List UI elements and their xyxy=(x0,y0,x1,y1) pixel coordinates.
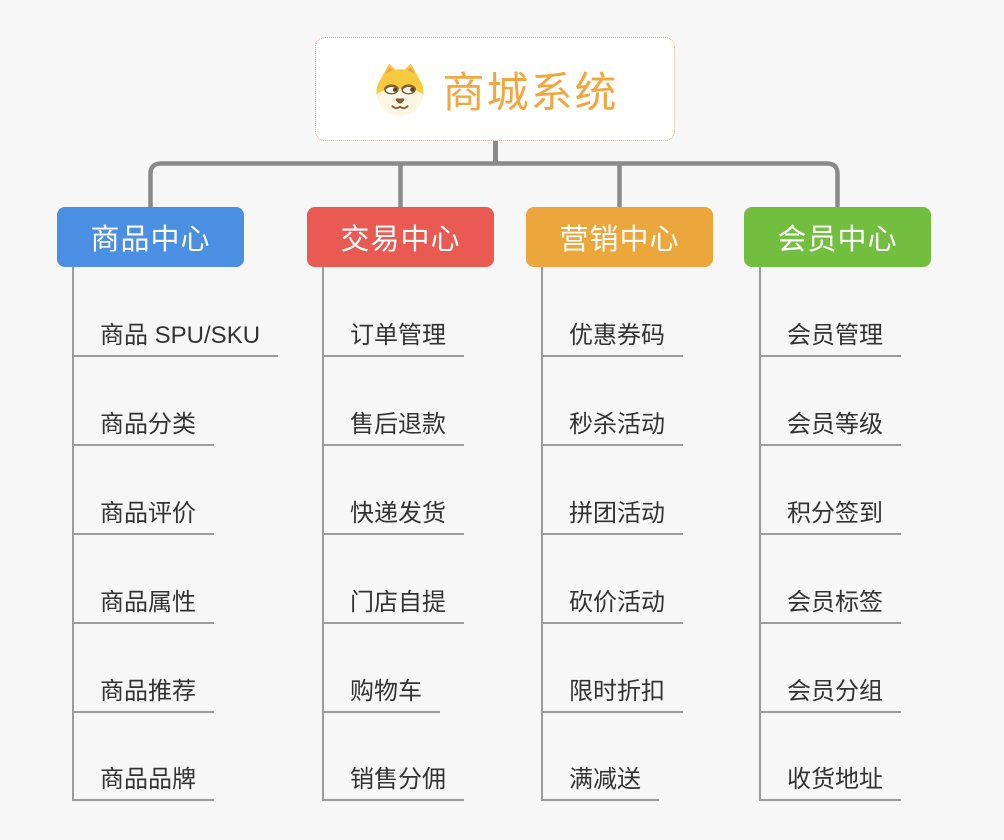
leaf-node[interactable]: 售后退款 xyxy=(322,411,464,446)
root-title: 商城系统 xyxy=(442,68,619,116)
leaf-node[interactable]: 会员等级 xyxy=(759,411,901,446)
branch-node-member[interactable]: 会员中心 xyxy=(744,207,931,267)
leaf-node[interactable]: 优惠券码 xyxy=(541,322,683,357)
leaf-node[interactable]: 购物车 xyxy=(322,678,440,713)
leaf-node[interactable]: 商品 SPU/SKU xyxy=(72,322,279,357)
leaf-node[interactable]: 砍价活动 xyxy=(541,589,683,624)
leaf-node[interactable]: 快递发货 xyxy=(322,500,464,535)
branch-node-product[interactable]: 商品中心 xyxy=(57,207,244,267)
root-node[interactable]: 商城系统 xyxy=(315,37,675,141)
leaf-node[interactable]: 商品品牌 xyxy=(72,766,214,801)
leaf-node[interactable]: 会员管理 xyxy=(759,322,901,357)
shiba-dog-icon xyxy=(376,63,425,117)
leaf-node[interactable]: 满减送 xyxy=(541,766,659,801)
branch-trade-center: 交易中心 订单管理 售后退款 快递发货 门店自提 购物车 销售分佣 xyxy=(307,207,547,801)
leaf-node[interactable]: 商品评价 xyxy=(72,500,214,535)
leaf-node[interactable]: 拼团活动 xyxy=(541,500,683,535)
leaf-node[interactable]: 会员分组 xyxy=(759,678,901,713)
leaf-node[interactable]: 收货地址 xyxy=(759,766,901,801)
leaf-node[interactable]: 商品推荐 xyxy=(72,678,214,713)
leaf-node[interactable]: 秒杀活动 xyxy=(541,411,683,446)
leaf-node[interactable]: 商品属性 xyxy=(72,589,214,624)
branch-node-trade[interactable]: 交易中心 xyxy=(307,207,494,267)
leaf-node[interactable]: 积分签到 xyxy=(759,500,901,535)
leaf-node[interactable]: 限时折扣 xyxy=(541,678,683,713)
branch-member-center: 会员中心 会员管理 会员等级 积分签到 会员标签 会员分组 收货地址 xyxy=(744,207,984,801)
leaf-node[interactable]: 订单管理 xyxy=(322,322,464,357)
leaf-node[interactable]: 销售分佣 xyxy=(322,766,464,801)
leaf-node[interactable]: 会员标签 xyxy=(759,589,901,624)
leaf-node[interactable]: 门店自提 xyxy=(322,589,464,624)
branch-node-marketing[interactable]: 营销中心 xyxy=(526,207,713,267)
leaf-node[interactable]: 商品分类 xyxy=(72,411,214,446)
branch-product-center: 商品中心 商品 SPU/SKU 商品分类 商品评价 商品属性 商品推荐 商品品牌 xyxy=(57,207,297,801)
branch-marketing-center: 营销中心 优惠券码 秒杀活动 拼团活动 砍价活动 限时折扣 满减送 xyxy=(526,207,766,801)
